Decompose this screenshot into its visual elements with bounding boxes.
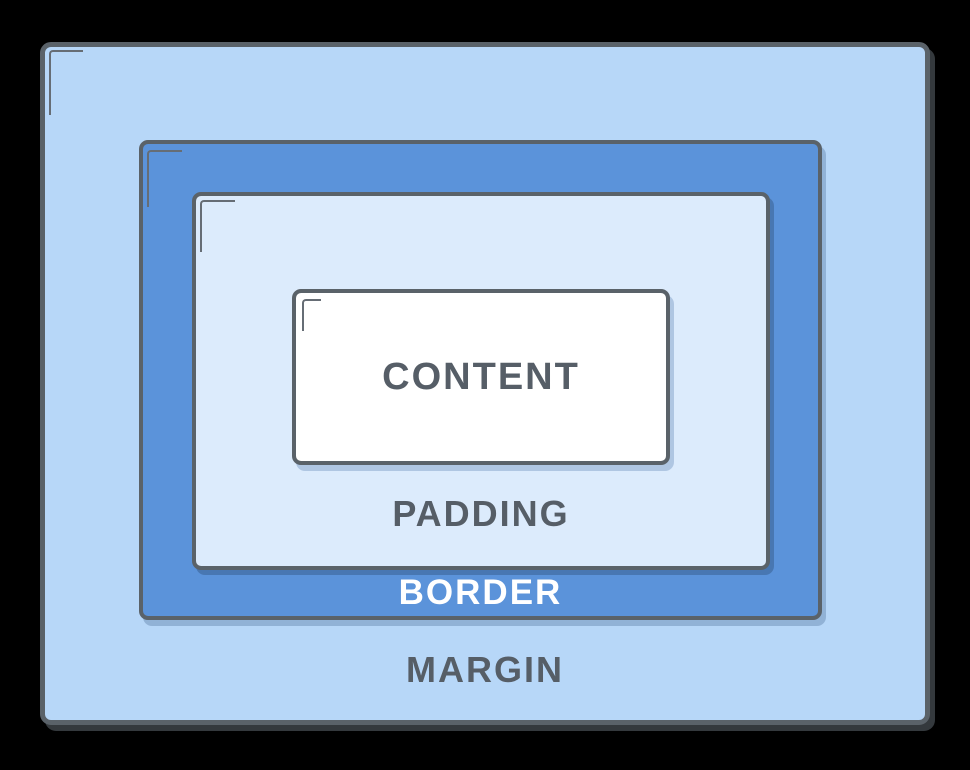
- content-box: CONTENT: [292, 289, 670, 465]
- padding-box: CONTENT PADDING: [192, 192, 770, 570]
- margin-corner-bracket-icon: [49, 50, 83, 115]
- content-corner-bracket-icon: [302, 299, 321, 331]
- margin-label: MARGIN: [406, 649, 564, 690]
- padding-corner-bracket-icon: [200, 200, 235, 252]
- padding-label: PADDING: [392, 493, 570, 534]
- margin-box: CONTENT PADDING BORDER MARGIN: [40, 42, 930, 725]
- border-corner-bracket-icon: [147, 150, 182, 207]
- border-box: CONTENT PADDING BORDER: [139, 140, 822, 620]
- content-label: CONTENT: [382, 355, 580, 398]
- border-label: BORDER: [398, 573, 563, 612]
